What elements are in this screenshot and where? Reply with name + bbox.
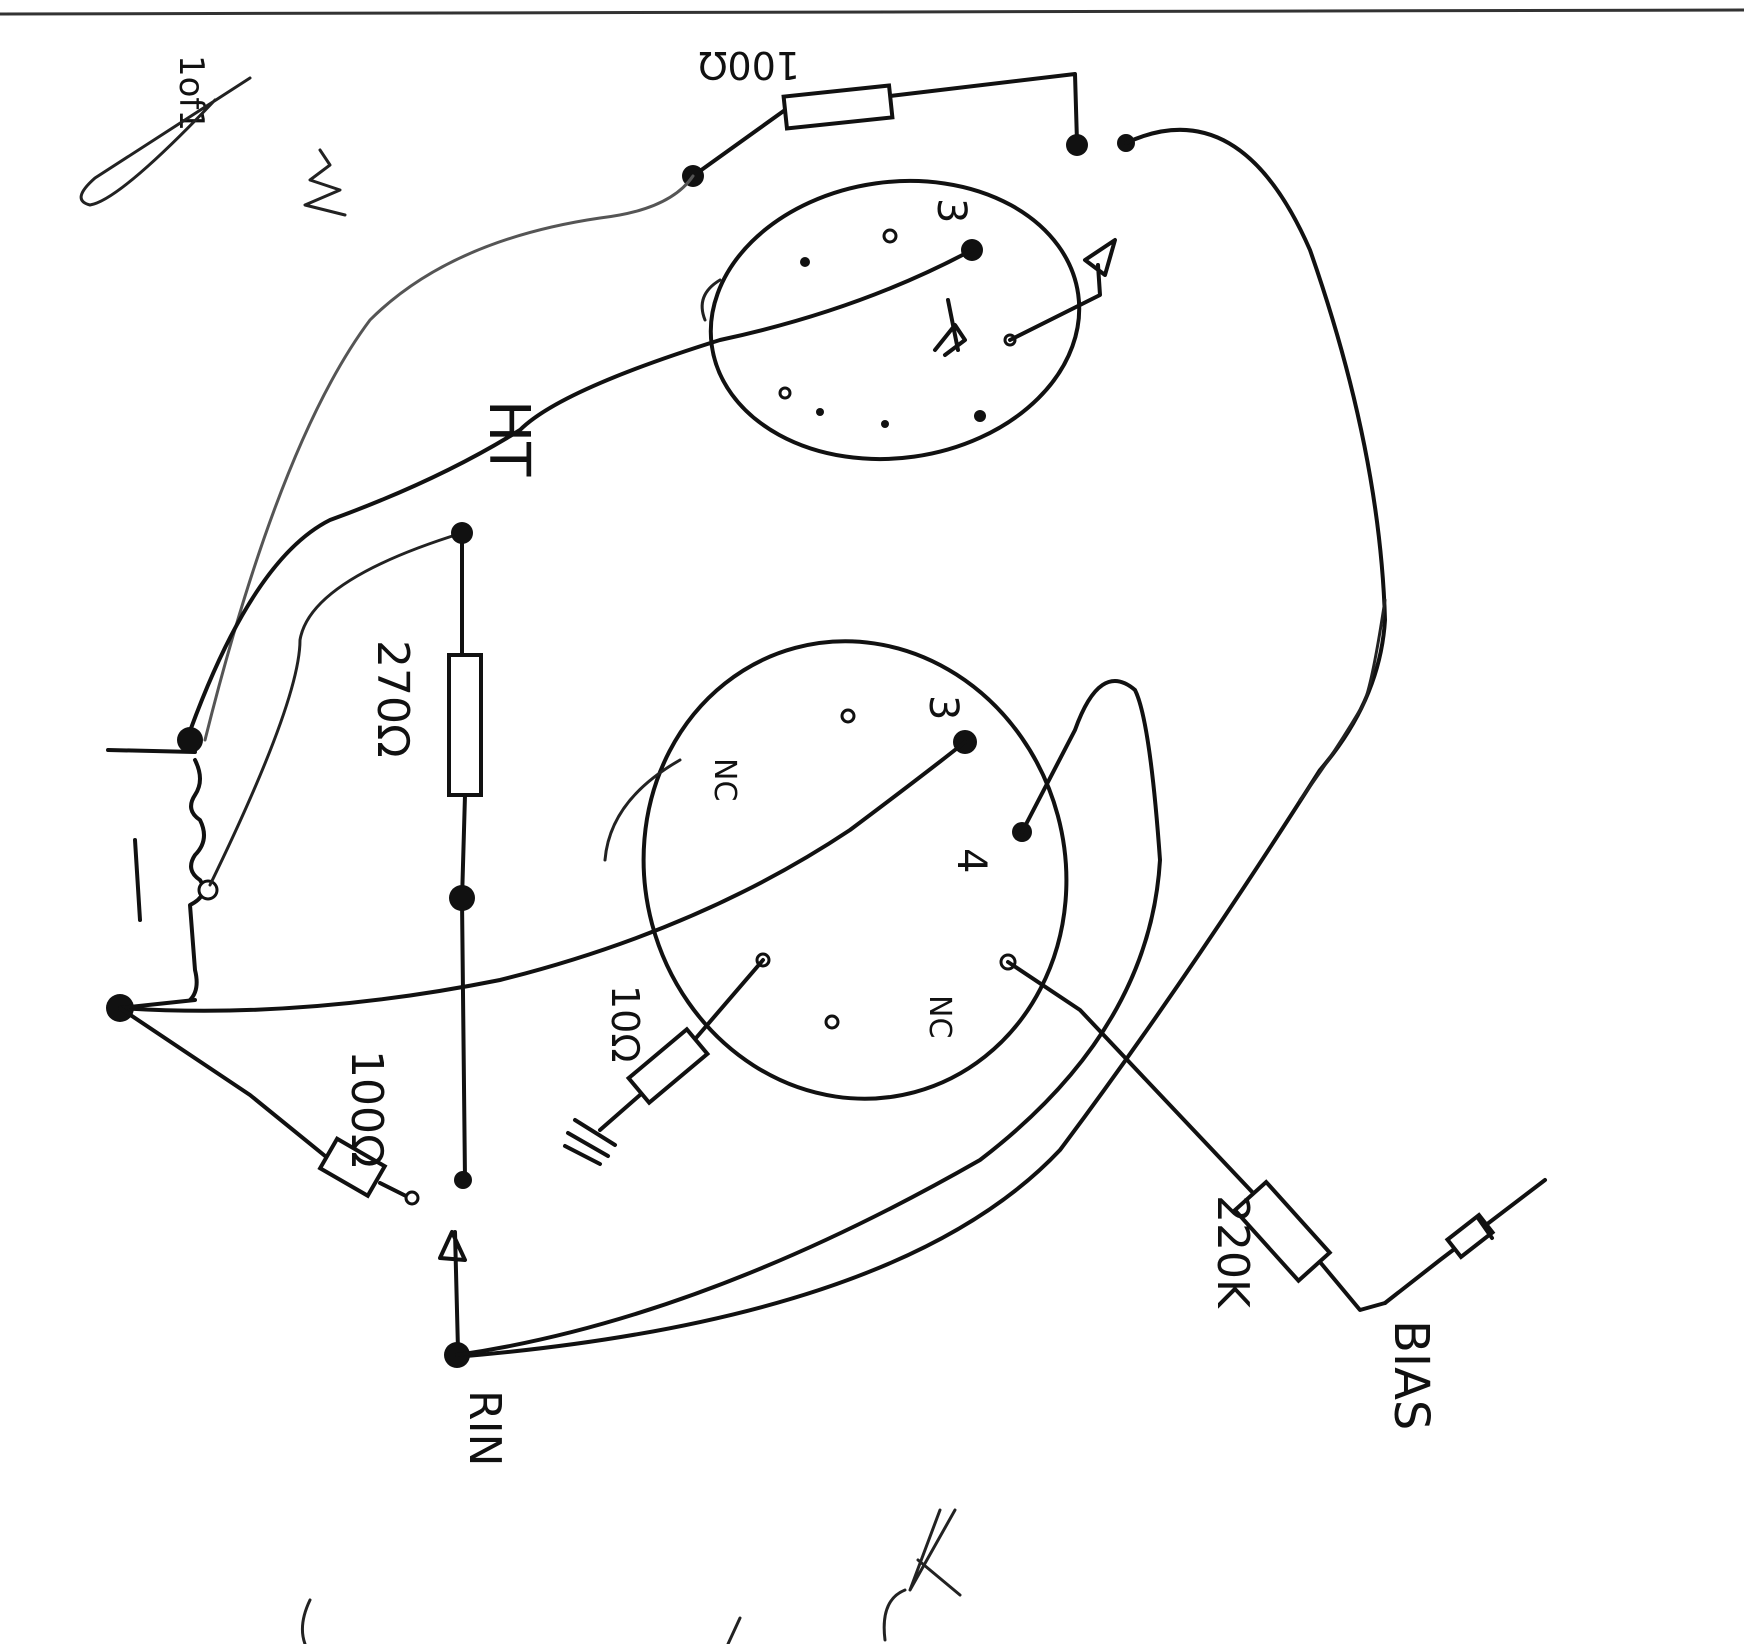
- bias-diode: [1444, 1212, 1496, 1260]
- wire-rin-loop: [455, 679, 1162, 1357]
- wire-left-to-valve-bottom-pin3: [118, 740, 967, 1013]
- valve-bottom-nc-label-1: NC: [707, 758, 742, 801]
- page-note: 1of1: [171, 55, 211, 131]
- wire-10-ground: [563, 1093, 642, 1166]
- wire-heater-tail: [133, 838, 142, 922]
- wire-220k-to-bias: [1318, 1260, 1387, 1312]
- scribble-bottom-3: [882, 1508, 962, 1642]
- resistor-100-left-label: 100Ω: [341, 1050, 392, 1168]
- resistor-100-top-label: 100Ω: [698, 43, 800, 87]
- valve-bottom-pin4-label: 4: [948, 848, 994, 873]
- node-270-top: [451, 522, 473, 544]
- node-heater-mid: [197, 879, 219, 901]
- wire-valve-top-pin3-to-heater: [183, 248, 974, 747]
- valve-top-pin4-mark: [933, 298, 967, 357]
- wire-top-100-right: [888, 72, 1079, 144]
- scribble-bottom-1: [300, 1598, 312, 1644]
- wire-left-node-to-heater: [118, 998, 197, 1010]
- wire-right-loop-2: [1298, 598, 1387, 802]
- wire-bias-diode: [1383, 1178, 1547, 1305]
- wire-valve-top-to-diode: [1008, 263, 1102, 342]
- resistor-220k-label: 220K: [1207, 1195, 1258, 1309]
- resistor-100-top: [781, 83, 895, 131]
- rin-label: RIN: [459, 1390, 510, 1466]
- wire-valve-to-10: [688, 958, 765, 1047]
- scan-border-line: [0, 8, 1744, 16]
- wire-top-100-left: [691, 108, 787, 178]
- scribble-bottom-2: [726, 1616, 742, 1644]
- valve-top-pins: [778, 228, 1017, 428]
- wire-right-loop: [453, 127, 1387, 1359]
- ht-label: HT: [476, 400, 541, 477]
- valve-socket-bottom: [641, 639, 1069, 1101]
- resistor-220k: [1232, 1179, 1333, 1284]
- wire-left-to-100: [118, 1006, 332, 1162]
- resistor-270: [447, 653, 483, 797]
- valve-socket-top: [708, 178, 1082, 462]
- resistor-100-left: [317, 1136, 388, 1199]
- node-100-left-end: [404, 1190, 420, 1206]
- heater-coil: [106, 748, 206, 1002]
- diode-rin: [438, 1230, 467, 1352]
- bias-label: BIAS: [1383, 1320, 1439, 1430]
- scribble-mark: [79, 76, 252, 207]
- resistor-270-label: 270Ω: [367, 640, 418, 758]
- node-top-right: [1066, 134, 1088, 156]
- diode-top-right: [1083, 238, 1117, 277]
- node-270-mid: [449, 885, 475, 911]
- resistor-10-label: 10Ω: [603, 985, 647, 1062]
- scribble-mark-2: [303, 148, 347, 217]
- valve-bottom-pin3-label: 3: [920, 695, 966, 720]
- valve-top-key: [700, 278, 722, 322]
- wire-heater-to-270: [208, 531, 464, 887]
- bias-diode-band: [1476, 1216, 1494, 1240]
- valve-bottom-nc-label-2: NC: [922, 995, 957, 1038]
- resistor-10: [625, 1026, 711, 1106]
- node-270-bottom: [454, 1171, 472, 1189]
- wire-valve-to-220k: [1006, 960, 1257, 1197]
- valve-top-pin3-label: 3: [928, 198, 974, 223]
- node-heater-top: [177, 727, 203, 753]
- wire-ht-grey: [203, 174, 695, 742]
- valve-bottom-key: [603, 758, 682, 862]
